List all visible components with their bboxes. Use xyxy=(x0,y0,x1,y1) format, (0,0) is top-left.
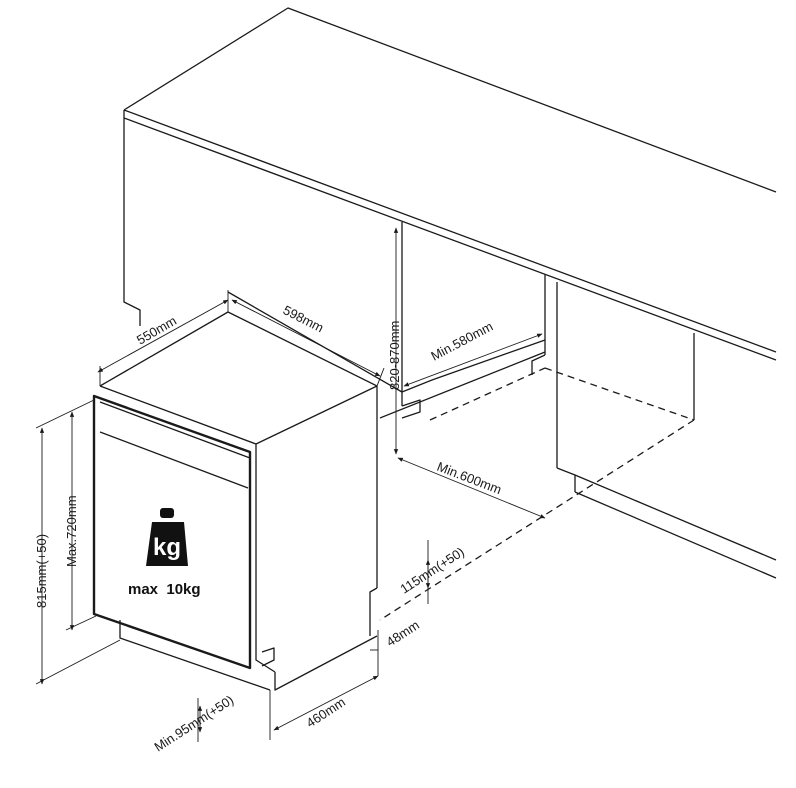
weight-icon: kg xyxy=(146,508,188,566)
min-95-label: Min.95mm(+50) xyxy=(151,692,236,754)
adj-115-label: 115mm(+50) xyxy=(397,544,466,596)
countertop xyxy=(123,7,777,361)
depth-label: 550mm xyxy=(134,313,179,348)
width-label: 598mm xyxy=(281,302,326,335)
niche-height-label: 820-870mm xyxy=(387,321,402,390)
dimension-lines xyxy=(35,227,546,742)
min-600-label: Min.600mm xyxy=(435,459,504,497)
right-cabinet xyxy=(531,274,777,579)
min-580-label: Min.580mm xyxy=(428,319,495,364)
plinth-48-label: 48mm xyxy=(383,617,421,649)
max-720-label: Max.720mm xyxy=(64,495,79,567)
left-cabinet xyxy=(123,118,421,419)
max-load-label: max 10kg xyxy=(128,581,201,598)
dishwasher xyxy=(92,311,378,691)
height-815-label: 815mm(+50) xyxy=(34,534,49,608)
weight-icon-text: kg xyxy=(153,534,181,561)
depth-460-label: 460mm xyxy=(303,694,348,730)
